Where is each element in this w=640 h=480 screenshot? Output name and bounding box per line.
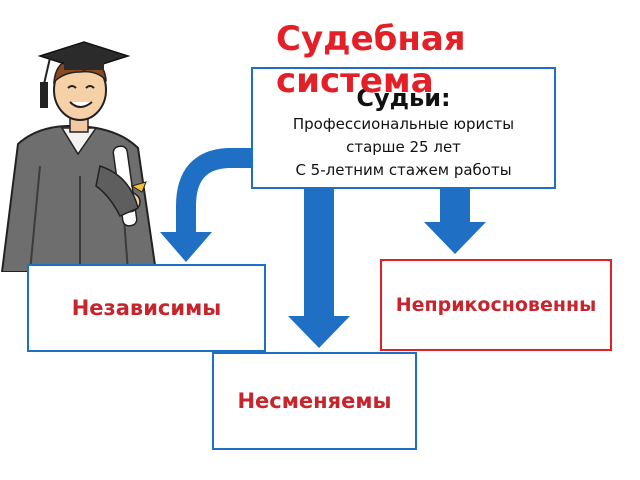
graduate-figure-icon: [0, 41, 158, 272]
independent-box: Независимы: [27, 264, 266, 352]
immune-box: Неприкосновенны: [380, 259, 612, 351]
arrow-to-independent: [176, 148, 252, 234]
irremovable-box: Несменяемы: [212, 352, 417, 450]
arrow-to-irremovable-head: [288, 316, 350, 348]
immune-label: Неприкосновенны: [395, 294, 597, 316]
page-title: Судебная система: [276, 19, 466, 101]
independent-label: Независимы: [71, 296, 222, 320]
arrow-to-independent-head: [160, 232, 212, 262]
arrow-to-immune: [440, 188, 470, 224]
judges-box: Судьи: Профессиональные юристы старше 25…: [251, 67, 556, 189]
judges-line-3: С 5-летним стажем работы: [295, 161, 512, 179]
arrow-to-immune-head: [424, 222, 486, 254]
judges-line-1: Профессиональные юристы: [292, 115, 515, 133]
arrow-to-irremovable: [304, 188, 334, 318]
judges-title: Судьи:: [356, 84, 451, 112]
irremovable-label: Несменяемы: [237, 389, 392, 413]
judges-line-2: старше 25 лет: [346, 138, 461, 156]
